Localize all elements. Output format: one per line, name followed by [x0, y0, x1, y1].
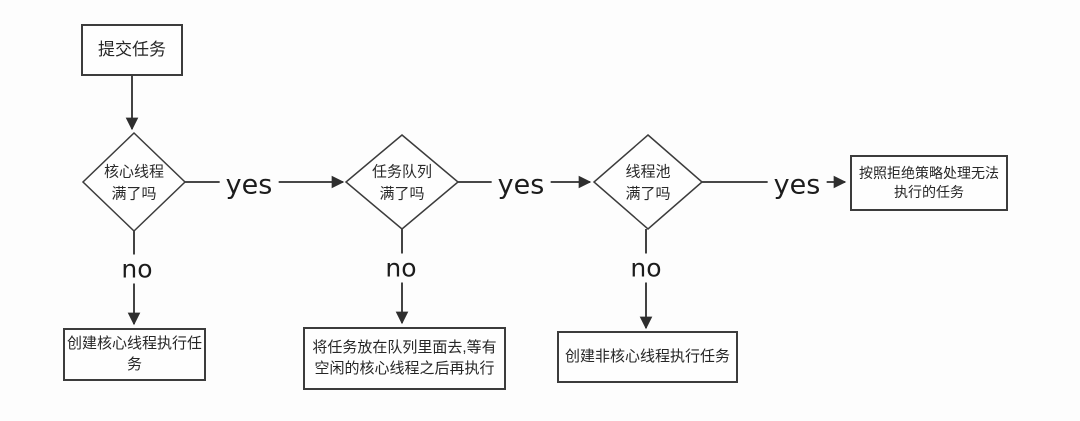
yes-label-2: yes	[491, 169, 551, 201]
diamond-thread-pool-full	[592, 134, 704, 230]
start-node-label: 提交任务	[98, 39, 166, 59]
task-queue-decision-line2: 满了吗	[379, 185, 425, 202]
thread-pool-decision-label: 线程池 满了吗	[625, 161, 670, 205]
diamond-core-threads-full	[81, 131, 187, 233]
thread-pool-decision-line1: 线程池	[625, 163, 671, 181]
no-label-2: no	[379, 253, 423, 283]
diamond-task-queue-full	[344, 134, 460, 230]
enqueue-task-label-line2: 空闲的核心线程之后再执行	[314, 359, 495, 377]
create-noncore-thread-node: 创建非核心线程执行任务	[557, 331, 738, 383]
yes-label-3: yes	[767, 169, 827, 201]
no-label-3: no	[624, 253, 668, 283]
thread-pool-decision-line2: 满了吗	[625, 185, 671, 202]
start-node-submit-task: 提交任务	[81, 24, 183, 76]
enqueue-task-label-line1: 将任务放在队列里面去,等有	[312, 339, 497, 357]
core-threads-decision-line1: 核心线程	[103, 163, 165, 181]
enqueue-task-node: 将任务放在队列里面去,等有 空闲的核心线程之后再执行	[303, 327, 506, 390]
reject-policy-label-line1: 按照拒绝策略处理无法	[859, 165, 999, 182]
create-noncore-thread-label: 创建非核心线程执行任务	[564, 347, 730, 365]
create-core-thread-label-line1: 创建核心线程执行任	[66, 335, 202, 353]
core-threads-decision-label: 核心线程 满了吗	[104, 161, 164, 205]
core-threads-decision-line2: 满了吗	[111, 185, 157, 202]
reject-policy-node: 按照拒绝策略处理无法 执行的任务	[850, 155, 1008, 211]
create-core-thread-node: 创建核心线程执行任 务	[63, 328, 206, 381]
task-queue-decision-label: 任务队列 满了吗	[372, 161, 432, 205]
task-queue-decision-line1: 任务队列	[371, 163, 433, 181]
yes-label-1: yes	[219, 169, 279, 201]
create-core-thread-label-line2: 务	[126, 355, 142, 373]
reject-policy-label-line2: 执行的任务	[894, 184, 964, 200]
no-label-1: no	[115, 254, 159, 284]
